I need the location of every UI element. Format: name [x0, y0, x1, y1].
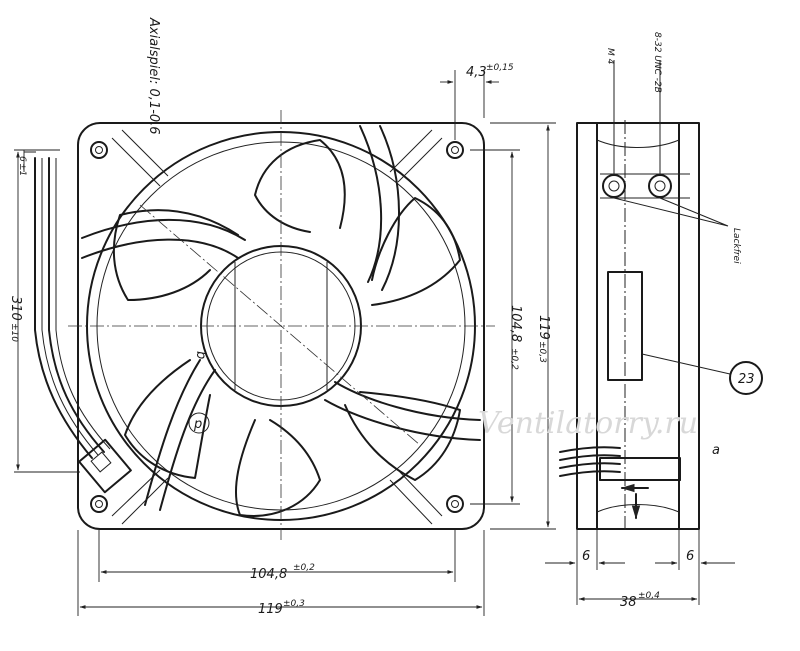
lead-wires	[34, 157, 132, 494]
mounting-hole-top-left	[90, 141, 108, 159]
frame-size-v-tol: ±0,3	[537, 341, 547, 363]
hole-offset-label: 4,3	[466, 65, 487, 80]
fan-blades	[112, 139, 461, 517]
rotor-mark: p	[193, 417, 202, 432]
screw-unc-label: 8-32 UNC -2B	[652, 32, 662, 93]
watermark: Ventilatorry.ru	[478, 406, 698, 441]
lead-letter: a	[712, 443, 720, 458]
wire-offset-tol: ±1	[17, 163, 27, 176]
hub-letter: b	[193, 351, 208, 359]
flange-left: 6	[582, 549, 590, 564]
rotor-mark-circle	[188, 412, 210, 434]
frame-size-h-tol: ±0,3	[283, 599, 305, 609]
flange-right: 6	[686, 549, 694, 564]
callout-number: 23	[738, 372, 755, 387]
frame-struts	[81, 125, 481, 511]
hole-spacing-h-tol: ±0,2	[293, 563, 315, 573]
dimension-lines-front	[14, 70, 556, 616]
frame-size-v: 119	[536, 315, 551, 340]
side-view	[559, 60, 731, 532]
lead-length: 310	[8, 296, 23, 321]
side-outline	[576, 122, 700, 530]
mounting-hole-top-right	[446, 141, 464, 159]
axial-play-label: Axialspiel: 0,1-0,6	[146, 17, 161, 135]
lackfrei-label: Lackfrei	[731, 228, 741, 264]
lead-length-tol: ±10	[9, 323, 19, 342]
mounting-hole-bottom-left	[90, 495, 108, 513]
hole-offset-tol: ±0,15	[486, 63, 514, 73]
hole-spacing-v-tol: ±0,2	[509, 348, 519, 370]
hole-spacing-v: 104,8	[508, 305, 523, 342]
screw-m4-label: M 4	[605, 48, 615, 65]
depth-label: 38	[620, 595, 637, 610]
front-view: p b	[34, 110, 495, 540]
mounting-hole-bottom-right	[446, 495, 464, 513]
wire-offset: 6	[17, 156, 27, 162]
frame-size-h: 119	[258, 602, 283, 617]
screw-m4	[602, 174, 626, 198]
depth-tol: ±0,4	[638, 591, 660, 601]
screw-unc	[648, 174, 672, 198]
hole-spacing-h: 104,8	[250, 567, 287, 582]
callout-circle	[729, 361, 763, 395]
dimension-lines-side	[545, 530, 735, 605]
